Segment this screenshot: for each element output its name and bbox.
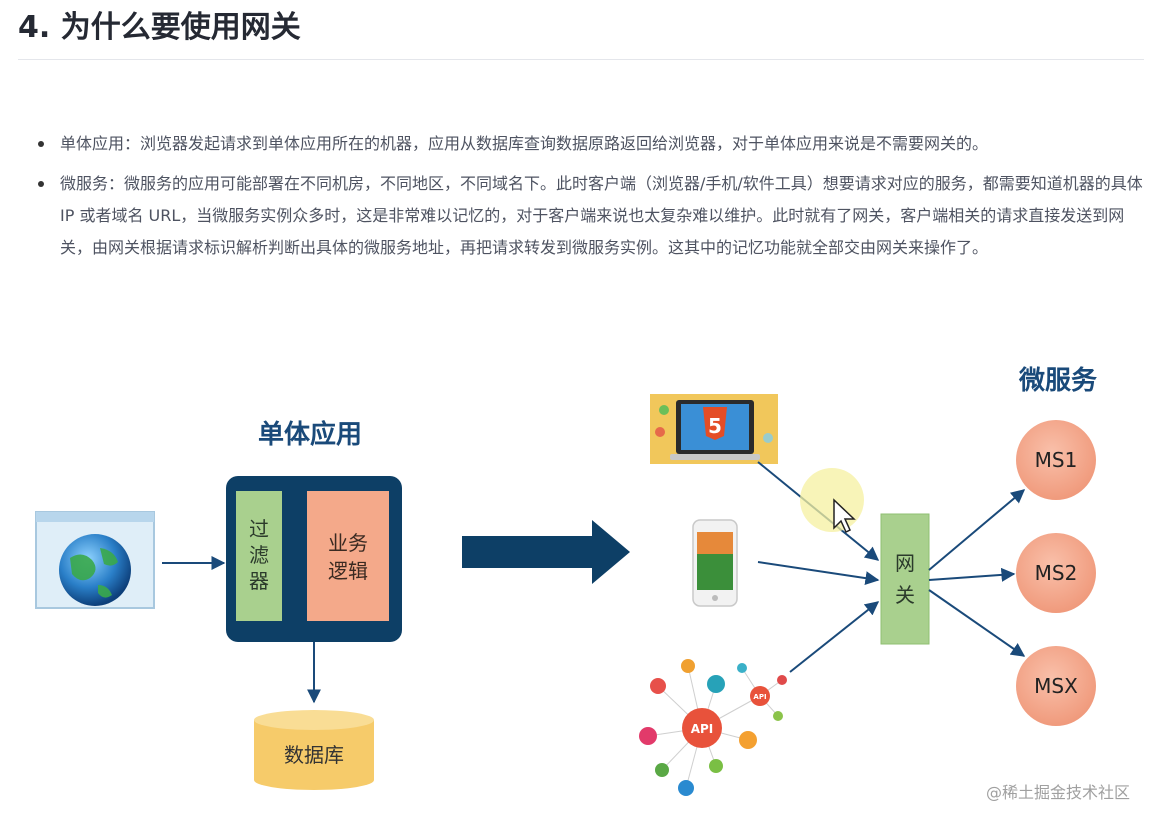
gateway-to-ms1-arrow bbox=[928, 489, 1026, 571]
gateway-label: 网 bbox=[895, 551, 915, 575]
api-network-icon bbox=[639, 659, 787, 796]
database-cylinder bbox=[254, 710, 374, 790]
database-label: 数据库 bbox=[284, 743, 344, 767]
laptop-html5-icon bbox=[650, 394, 778, 464]
phone-to-gateway-arrow bbox=[757, 561, 880, 586]
gateway-to-msx-arrow bbox=[928, 589, 1026, 657]
ms2-label: MS2 bbox=[1035, 561, 1078, 585]
title-divider bbox=[18, 59, 1144, 60]
watermark: @稀土掘金技术社区 bbox=[985, 783, 1130, 802]
msx-circle bbox=[1016, 646, 1096, 726]
msx-label: MSX bbox=[1034, 674, 1078, 698]
mouse-cursor-icon bbox=[833, 498, 856, 534]
bullet-text: 微服务：微服务的应用可能部署在不同机房，不同地区，不同域名下。此时客户端（浏览器… bbox=[60, 174, 1143, 257]
business-logic-block bbox=[307, 491, 389, 621]
monolith-title: 单体应用 bbox=[258, 419, 362, 450]
bullet-microservice: 微服务：微服务的应用可能部署在不同机房，不同地区，不同域名下。此时客户端（浏览器… bbox=[36, 168, 1146, 264]
business-label: 逻辑 bbox=[328, 559, 368, 583]
gateway-box bbox=[880, 513, 930, 645]
architecture-diagram: 单体应用 过 滤 器 业务 逻辑 数据库 5 bbox=[35, 365, 1097, 796]
bullet-dot bbox=[38, 141, 44, 147]
smartphone-icon bbox=[692, 519, 738, 607]
business-label: 业务 bbox=[328, 531, 368, 555]
filter-label: 滤 bbox=[249, 543, 269, 567]
bullet-text: 单体应用：浏览器发起请求到单体应用所在的机器，应用从数据库查询数据原路返回给浏览… bbox=[60, 134, 989, 153]
api-to-gateway-arrow bbox=[789, 601, 880, 673]
gateway-to-ms2-arrow bbox=[928, 567, 1016, 582]
filter-block bbox=[236, 491, 282, 621]
api-small-label: API bbox=[753, 693, 766, 701]
cursor-highlight bbox=[800, 468, 864, 532]
filter-label: 器 bbox=[249, 569, 269, 593]
ms1-circle bbox=[1016, 420, 1096, 500]
ms1-label: MS1 bbox=[1035, 448, 1078, 472]
gateway-label: 关 bbox=[895, 583, 915, 607]
transition-arrow bbox=[462, 520, 630, 584]
microservices-title: 微服务 bbox=[1018, 365, 1097, 396]
api-hub-label: API bbox=[691, 722, 714, 736]
bullet-monolith: 单体应用：浏览器发起请求到单体应用所在的机器，应用从数据库查询数据原路返回给浏览… bbox=[36, 128, 1146, 160]
ms2-circle bbox=[1016, 533, 1096, 613]
bullet-list: 单体应用：浏览器发起请求到单体应用所在的机器，应用从数据库查询数据原路返回给浏览… bbox=[36, 128, 1146, 272]
bullet-dot bbox=[38, 181, 44, 187]
page-title: 4. 为什么要使用网关 bbox=[18, 10, 301, 45]
html5-badge: 5 bbox=[708, 414, 722, 438]
browser-icon bbox=[35, 511, 155, 609]
filter-label: 过 bbox=[249, 517, 269, 541]
